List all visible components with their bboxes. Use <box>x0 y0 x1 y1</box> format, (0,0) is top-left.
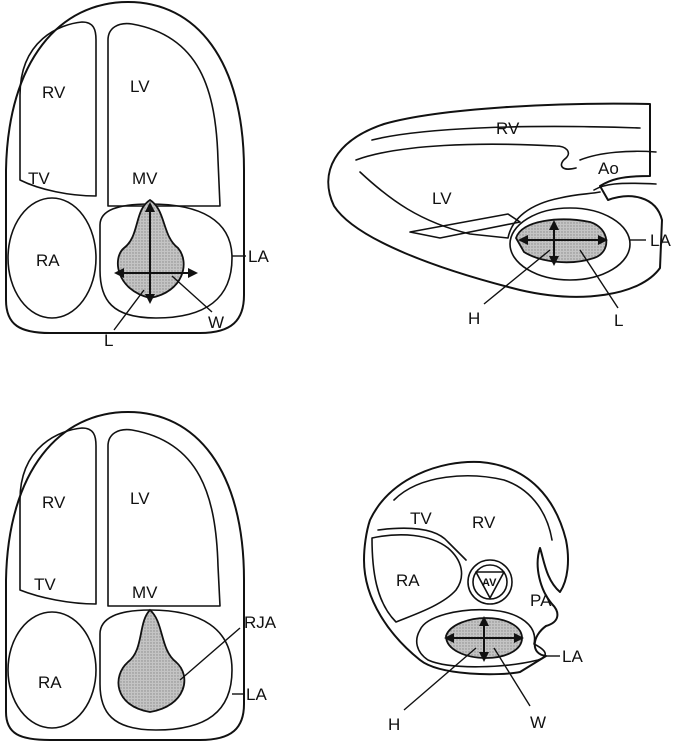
panel-c-label-mv: MV <box>132 583 158 602</box>
panel-c-apical-four-chamber: RV LV TV MV RA RJA LA <box>6 412 277 740</box>
panel-a-label-la: LA <box>248 247 269 266</box>
panel-b-parasternal-long-axis: RV Ao LV LA H L <box>328 104 671 330</box>
panel-d-label-w: W <box>530 713 546 732</box>
panel-d-label-pa: PA <box>530 591 552 610</box>
panel-b-label-l: L <box>614 311 623 330</box>
panel-a-label-ra: RA <box>36 251 60 270</box>
panel-a-label-l: L <box>104 331 113 350</box>
panel-d-parasternal-short-axis: TV RV RA AV PA LA H W <box>364 462 583 734</box>
panel-d-label-la: LA <box>562 647 583 666</box>
panel-b-label-ao: Ao <box>598 159 619 178</box>
panel-d-label-h: H <box>388 715 400 734</box>
panel-b-label-rv: RV <box>496 119 520 138</box>
panel-d-label-ra: RA <box>396 571 420 590</box>
panel-c-label-lv: LV <box>130 489 150 508</box>
panel-d-label-tv: TV <box>410 509 432 528</box>
panel-a-label-rv: RV <box>42 83 66 102</box>
panel-a-apical-four-chamber: RV LV TV MV RA LA L W <box>6 2 269 350</box>
panel-d-label-rv: RV <box>472 513 496 532</box>
panel-c-label-tv: TV <box>34 575 56 594</box>
panel-a-label-w: W <box>208 313 224 332</box>
panel-c-label-la: LA <box>246 685 267 704</box>
panel-a-label-lv: LV <box>130 77 150 96</box>
panel-c-label-rv: RV <box>42 493 66 512</box>
panel-b-label-la: LA <box>650 231 671 250</box>
panel-a-label-tv: TV <box>28 169 50 188</box>
panel-b-label-h: H <box>468 309 480 328</box>
panel-c-label-ra: RA <box>38 673 62 692</box>
panel-b-label-lv: LV <box>432 189 452 208</box>
panel-a-label-mv: MV <box>132 169 158 188</box>
panel-d-label-av: AV <box>482 577 497 589</box>
panel-c-label-rja: RJA <box>244 613 277 632</box>
